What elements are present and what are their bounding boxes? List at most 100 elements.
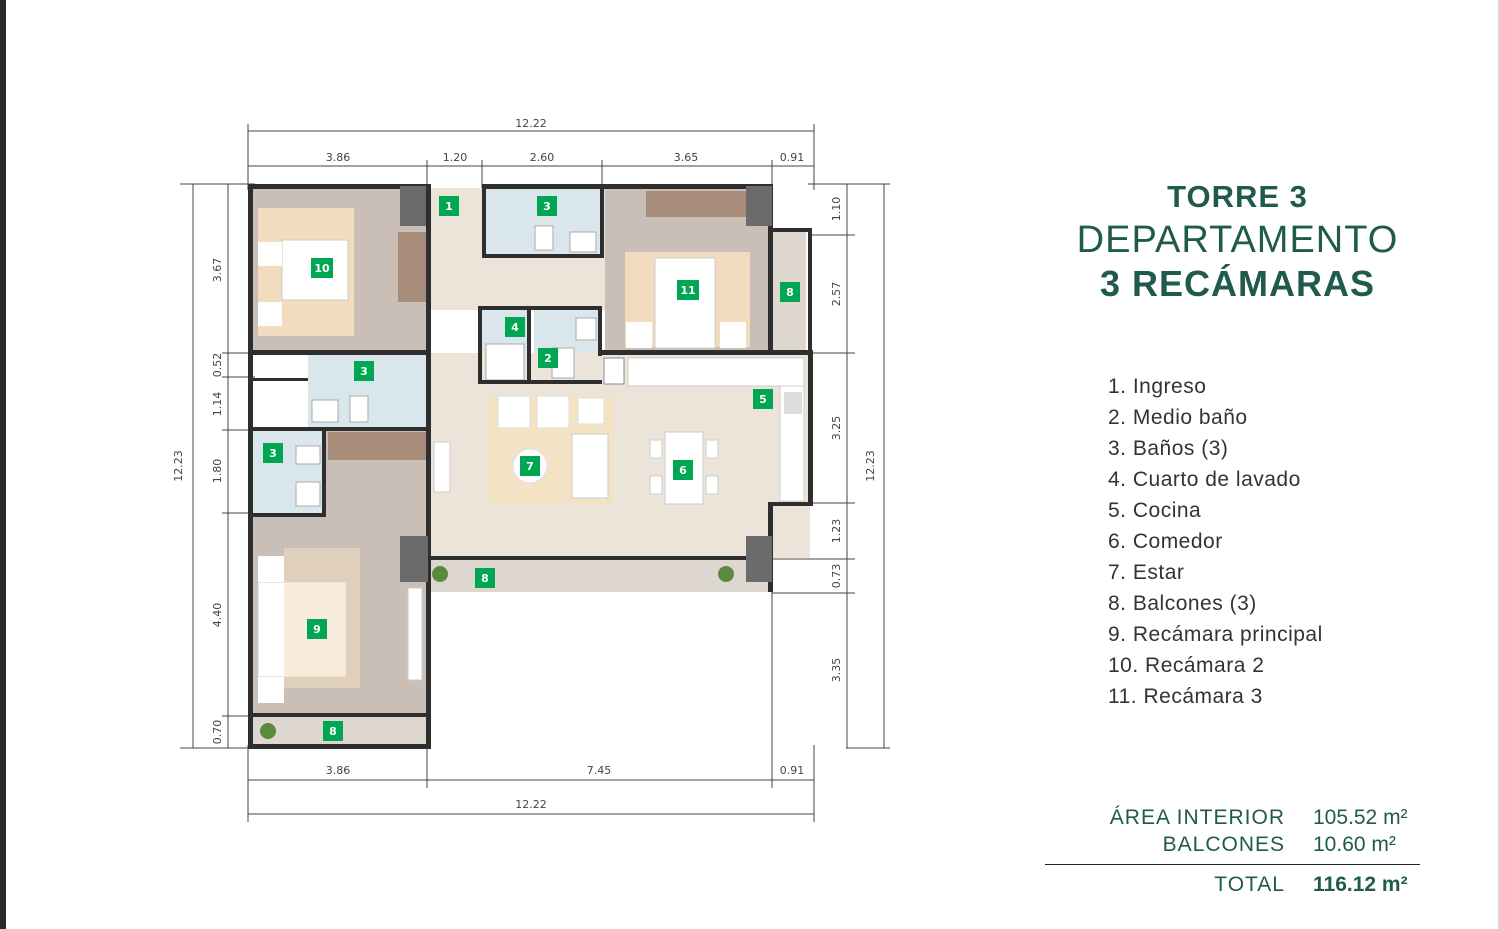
toilet-3a (534, 225, 554, 251)
page-edge-left (0, 0, 6, 929)
nightstand-11a (626, 322, 652, 348)
legend-item: 6. Comedor (1108, 530, 1223, 553)
tv-living (433, 441, 451, 493)
balcony-area-label: BALCONES (1162, 833, 1285, 856)
page-edge-right (1498, 0, 1500, 929)
floor-plan: 12.22 3.86 1.20 2.60 3.65 0.91 3.86 7.45… (172, 117, 890, 822)
dimension-lines (180, 124, 890, 822)
legend-item: 8. Balcones (3) (1108, 592, 1257, 615)
nightstand-10a (258, 242, 282, 266)
svg-text:5: 5 (759, 393, 767, 406)
nightstand-11b (720, 322, 746, 348)
washer (485, 343, 525, 381)
tag-8-middle: 8 (475, 568, 495, 588)
svg-text:3: 3 (269, 447, 277, 460)
dim-left-6: 0.70 (211, 720, 224, 745)
hall-floor (430, 255, 610, 310)
dimension-labels: 12.22 3.86 1.20 2.60 3.65 0.91 3.86 7.45… (172, 117, 877, 811)
walls (248, 184, 813, 749)
dim-left-1: 3.67 (211, 258, 224, 283)
dim-top-2: 1.20 (443, 151, 468, 164)
svg-text:6: 6 (679, 464, 687, 477)
dining-chair-c (705, 439, 719, 459)
dim-bottom-total: 12.22 (515, 798, 547, 811)
sink-3c (295, 481, 321, 507)
sink-2 (575, 317, 597, 341)
dim-bottom-3: 0.91 (780, 764, 805, 777)
tag-7: 7 (520, 456, 540, 476)
tag-3-left: 3 (263, 443, 283, 463)
room-legend: 1. Ingreso 2. Medio baño 3. Baños (3) 4.… (1108, 371, 1323, 712)
legend-item: 2. Medio baño (1108, 406, 1248, 429)
dim-right-1: 1.10 (830, 197, 843, 222)
bedroom-main-rug (284, 548, 360, 688)
tag-10: 10 (311, 258, 333, 278)
interior-area-row: ÁREA INTERIOR 105.52 m² (1045, 804, 1420, 831)
dining-chair-b (649, 475, 663, 495)
wardrobe-9 (328, 432, 426, 460)
toilet-3c (295, 445, 321, 465)
dining-chair-a (649, 439, 663, 459)
plant-b (718, 566, 734, 582)
legend-item: 1. Ingreso (1108, 375, 1207, 398)
legend-item: 3. Baños (3) (1108, 437, 1229, 460)
balcony-area-value: 10.60 m² (1313, 833, 1396, 856)
dim-right-4: 1.23 (830, 519, 843, 544)
plant-c (260, 723, 276, 739)
nightstand-9b (258, 677, 284, 703)
svg-text:4: 4 (511, 321, 519, 334)
stove (784, 392, 802, 414)
legend-item: 4. Cuarto de lavado (1108, 468, 1301, 491)
dim-bottom-2: 7.45 (587, 764, 612, 777)
dim-top-total: 12.22 (515, 117, 547, 130)
tag-2: 2 (538, 348, 558, 368)
tv-9 (407, 587, 423, 681)
pantry-x (603, 357, 625, 385)
dim-left-4: 1.80 (211, 459, 224, 484)
legend-item: 9. Recámara principal (1108, 623, 1323, 646)
sink-3a (569, 231, 597, 253)
room-tags: 1 3 10 11 8 4 2 3 5 7 6 3 8 9 8 (263, 196, 800, 741)
tower-title: TORRE 3 (1167, 179, 1308, 214)
svg-text:8: 8 (786, 286, 794, 299)
svg-text:3: 3 (543, 200, 551, 213)
svg-text:8: 8 (481, 572, 489, 585)
legend-item: 5. Cocina (1108, 499, 1202, 522)
svg-text:1: 1 (445, 200, 453, 213)
svg-text:2: 2 (544, 352, 552, 365)
tag-3-middle: 3 (354, 361, 374, 381)
kitchen-counter (627, 357, 805, 387)
legend-item: 7. Estar (1108, 561, 1185, 584)
dim-bottom-1: 3.86 (326, 764, 351, 777)
interior-area-label: ÁREA INTERIOR (1109, 806, 1285, 829)
dim-top-5: 0.91 (780, 151, 805, 164)
wardrobe-10 (398, 232, 426, 302)
svg-text:9: 9 (313, 623, 321, 636)
armchair-b (536, 395, 570, 429)
dim-top-4: 3.65 (674, 151, 699, 164)
tag-1: 1 (439, 196, 459, 216)
bed-11 (654, 257, 716, 349)
total-divider (1045, 864, 1420, 865)
total-area-label: TOTAL (1214, 873, 1285, 896)
side-table (577, 397, 605, 425)
tag-9: 9 (307, 619, 327, 639)
dining-chair-d (705, 475, 719, 495)
furniture (257, 191, 805, 739)
dim-top-1: 3.86 (326, 151, 351, 164)
svg-text:8: 8 (329, 725, 337, 738)
area-summary: ÁREA INTERIOR 105.52 m² BALCONES 10.60 m… (1045, 804, 1420, 898)
svg-text:7: 7 (526, 460, 534, 473)
dim-left-2: 0.52 (211, 353, 224, 378)
interior-area-value: 105.52 m² (1313, 806, 1408, 829)
legend-item: 10. Recámara 2 (1108, 654, 1265, 677)
dim-top-3: 2.60 (530, 151, 555, 164)
sink-3b (311, 399, 339, 423)
svg-text:11: 11 (680, 284, 695, 297)
sofa (571, 433, 609, 499)
balcony-area-row: BALCONES 10.60 m² (1045, 831, 1420, 858)
svg-text:3: 3 (360, 365, 368, 378)
legend-item: 11. Recámara 3 (1108, 685, 1263, 708)
closet-floor (252, 380, 308, 430)
tag-8-right: 8 (780, 282, 800, 302)
